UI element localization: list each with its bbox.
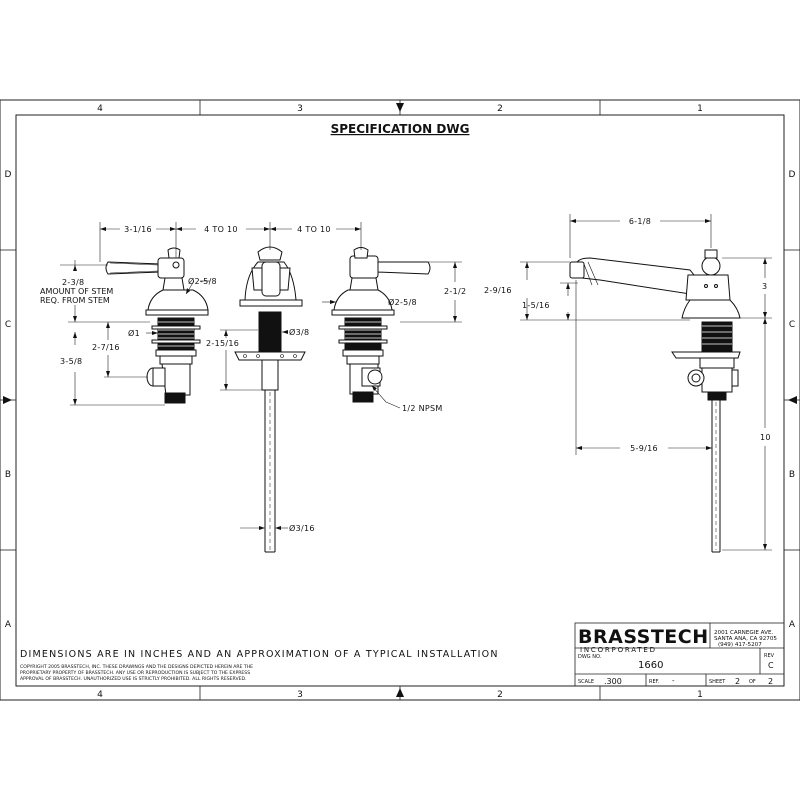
rev-value: C (768, 661, 774, 670)
scale-label: SCALE (578, 679, 594, 685)
dim-dia-2-5-8-right: Ø2-5/8 (388, 297, 417, 307)
address-line-1: 2001 CARNEGIE AVE. (714, 630, 773, 636)
zone-col-3-top: 3 (297, 104, 303, 114)
dim-10: 10 (760, 433, 771, 442)
dwg-no-value: 1660 (638, 660, 663, 671)
zone-row-a-left: A (5, 620, 12, 630)
title-block (574, 622, 785, 687)
address-line-3: (949) 417-5207 (718, 642, 762, 648)
right-valve-front (331, 247, 431, 403)
dim-2-3-8: 2-3/8 (62, 278, 84, 287)
dim-1-5-16: 1-5/16 (522, 301, 550, 310)
dwg-no-label: DWG NO. (578, 654, 602, 660)
dim-5-9-16: 5-9/16 (630, 444, 658, 453)
stem-note-line-2: REQ. FROM STEM (40, 296, 110, 305)
dim-2-9-16: 2-9/16 (484, 286, 512, 295)
zone-col-2-bottom: 2 (497, 690, 503, 700)
dim-4-to-10-left: 4 TO 10 (204, 225, 238, 234)
zone-row-c-right: C (789, 320, 795, 330)
center-arrow-top (396, 103, 404, 112)
zone-col-1-bottom: 1 (697, 690, 703, 700)
dim-4-to-10-right: 4 TO 10 (297, 225, 331, 234)
dim-dia-2-5-8-left: Ø2-5/8 (188, 276, 217, 286)
dim-2-15-16: 2-15/16 (206, 339, 239, 348)
ref-label: REF. (649, 679, 660, 685)
dim-2-7-16: 2-7/16 (92, 343, 120, 352)
zone-col-1-top: 1 (697, 104, 703, 114)
drawing-title: SPECIFICATION DWG (331, 122, 470, 136)
zone-row-d-left: D (5, 170, 12, 180)
center-arrow-bottom (396, 688, 404, 697)
dim-dia-3-8: Ø3/8 (289, 327, 309, 337)
zone-col-3-bottom: 3 (297, 690, 303, 700)
dim-dia-3-16: Ø3/16 (289, 523, 315, 533)
zone-ticks (0, 100, 800, 700)
center-arrow-left (3, 396, 12, 404)
stem-note-line-1: AMOUNT OF STEM (40, 287, 113, 296)
dim-npsm: 1/2 NPSM (402, 404, 443, 413)
copyright-line-1: COPYRIGHT 2005 BRASSTECH, INC. THESE DRA… (20, 664, 253, 670)
sheet-total-value: 2 (768, 677, 773, 686)
copyright-line-3: APPROVAL OF BRASSTECH. UNAUTHORIZED USE … (20, 676, 247, 682)
dim-2-1-2: 2-1/2 (444, 287, 466, 296)
left-valve-side (105, 247, 209, 404)
dim-dia-1: Ø1 (128, 328, 140, 338)
sheet-value: 2 (735, 677, 740, 686)
of-label: OF (749, 679, 756, 685)
dim-6-1-8: 6-1/8 (629, 217, 651, 226)
outer-border (0, 99, 800, 701)
zone-col-4-top: 4 (97, 104, 103, 114)
zone-col-4-bottom: 4 (97, 690, 103, 700)
zone-row-c-left: C (5, 320, 11, 330)
faucet-side-view (569, 249, 741, 553)
inner-border (15, 114, 785, 687)
scale-value: .300 (604, 677, 622, 686)
zone-row-d-right: D (789, 170, 796, 180)
center-arrow-right (788, 396, 797, 404)
dim-3: 3 (762, 282, 767, 291)
copyright-line-2: PROPRIETARY PROPERTY OF BRASSTECH. ANY U… (20, 670, 250, 676)
dimension-arrowheads (73, 219, 767, 550)
zone-row-b-right: B (789, 470, 795, 480)
faucet-views (105, 246, 741, 553)
sheet-label: SHEET (709, 679, 726, 685)
units-note: DIMENSIONS ARE IN INCHES AND AN APPROXIM… (20, 649, 499, 660)
zone-row-a-right: A (789, 620, 796, 630)
dim-3-5-8: 3-5/8 (60, 357, 82, 366)
ref-value: - (672, 677, 675, 685)
address-line-2: SANTA ANA, CA 92705 (714, 636, 777, 642)
company-name: BRASSTECH (578, 626, 709, 648)
company-incorporated: INCORPORATED (580, 646, 657, 654)
zone-col-2-top: 2 (497, 104, 503, 114)
center-spout-front (234, 246, 306, 553)
rev-label: REV (764, 653, 775, 659)
zone-row-b-left: B (5, 470, 11, 480)
dim-3-1-16: 3-1/16 (124, 225, 152, 234)
